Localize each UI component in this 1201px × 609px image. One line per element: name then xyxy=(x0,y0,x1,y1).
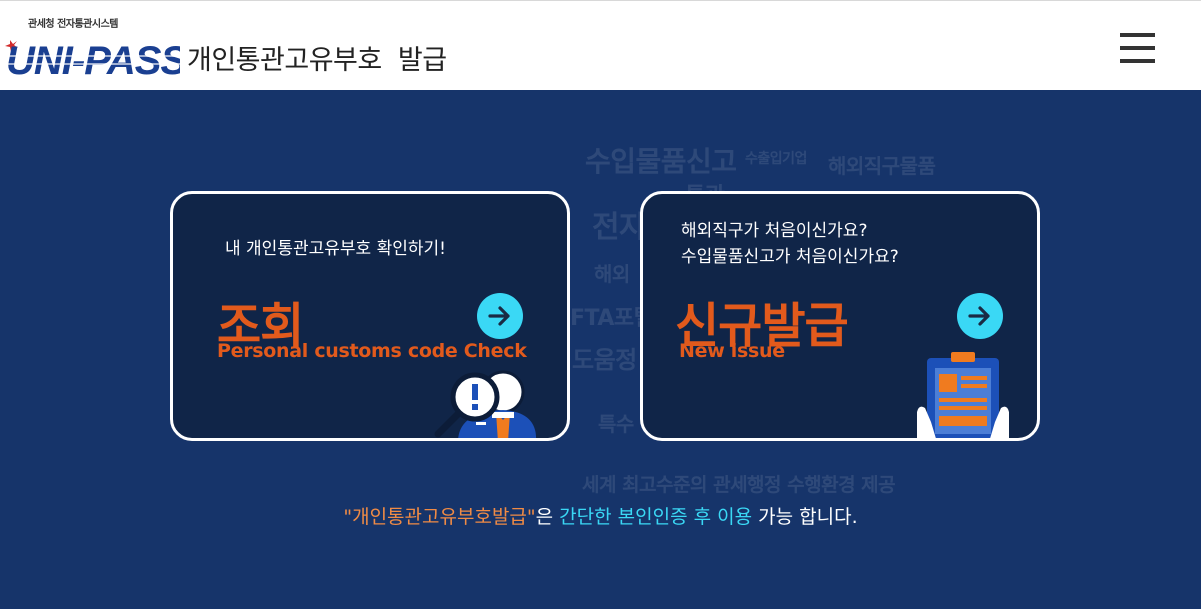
new-issue-title: 신규발급 xyxy=(675,298,849,354)
new-issue-arrow-button[interactable] xyxy=(957,293,1003,339)
hamburger-menu-icon[interactable] xyxy=(1120,33,1155,67)
notice-service-name: "개인통관고유부호발급" xyxy=(343,506,536,528)
lookup-card[interactable]: 내 개인통관고유부호 확인하기! 조회 Personal customs cod… xyxy=(170,191,570,441)
svg-text:UNI-PASS: UNI-PASS xyxy=(6,39,180,78)
page-title: 개인통관고유부호 발급 xyxy=(187,45,447,76)
notice-text-end: 가능 합니다. xyxy=(752,506,858,528)
lookup-title: 조회 xyxy=(217,298,304,354)
lookup-subtitle: Personal customs code Check xyxy=(217,340,527,362)
unipass-logo[interactable]: 관세청 전자통관시스템 UNI-PASS xyxy=(4,14,180,78)
bg-word: 해외 xyxy=(594,262,630,286)
clipboard-document-icon xyxy=(917,352,1009,438)
notice-text: 은 xyxy=(535,506,560,528)
lookup-arrow-button[interactable] xyxy=(477,293,523,339)
notice-highlight: 간단한 본인인증 후 이용 xyxy=(559,506,753,528)
unipass-logo-icon: UNI-PASS xyxy=(5,39,180,78)
bg-word: 수입물품신고 xyxy=(585,145,737,178)
bg-word: 수출입기업 xyxy=(745,151,807,167)
bg-word: 세계 최고수준의 관세행정 수행환경 제공 xyxy=(582,474,896,496)
arrow-right-icon xyxy=(488,306,510,326)
header-bar: 관세청 전자통관시스템 UNI-PASS 개인통관고유부호 발급 xyxy=(0,0,1201,90)
lookup-description: 내 개인통관고유부호 확인하기! xyxy=(225,239,446,259)
arrow-right-icon xyxy=(968,306,990,326)
new-issue-description-line1: 해외직구가 처음이신가요? xyxy=(681,221,868,241)
logo-subtitle: 관세청 전자통관시스템 xyxy=(28,19,118,30)
new-issue-subtitle: New issue xyxy=(679,340,785,362)
new-issue-description-line2: 수입물품신고가 처음이신가요? xyxy=(681,247,899,267)
bg-word: 전자 xyxy=(592,210,647,245)
new-issue-card[interactable]: 해외직구가 처음이신가요? 수입물품신고가 처음이신가요? 신규발급 New i… xyxy=(640,191,1040,441)
main-content: 수입물품신고 수출입기업 해외직구물품 전자 통관 해외 FTA포털 도움정 특… xyxy=(0,90,1201,609)
service-notice: "개인통관고유부호발급"은 간단한 본인인증 후 이용 가능 합니다. xyxy=(0,502,1201,529)
bg-word: 특수 xyxy=(598,412,634,436)
bg-word: 도움정 xyxy=(572,346,637,374)
magnifier-person-icon xyxy=(434,370,536,438)
bg-word: 해외직구물품 xyxy=(828,154,936,178)
